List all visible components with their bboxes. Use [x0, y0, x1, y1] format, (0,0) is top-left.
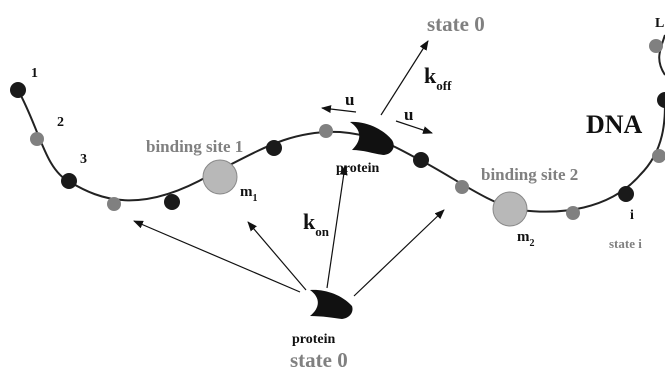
protein-icon	[350, 121, 394, 155]
dna-node-icon	[30, 132, 44, 146]
binding-site-icon	[492, 191, 528, 227]
node-1-label: 1	[31, 66, 38, 81]
dna-strand-tail	[658, 34, 665, 76]
state-i-label: state i	[609, 236, 642, 251]
protein-free-label: protein	[292, 332, 336, 347]
drift-right-arrow	[395, 120, 433, 134]
k-on-arrow	[326, 165, 348, 289]
k-on-arrow	[247, 221, 307, 291]
dna-label: DNA	[586, 110, 643, 139]
dna-node-icon	[618, 186, 634, 202]
dna-node-icon	[164, 194, 180, 210]
node-i-label: i	[630, 208, 634, 223]
k-off-arrow	[380, 40, 429, 116]
node-2-label: 2	[57, 115, 64, 130]
m1-label: m1	[240, 184, 258, 204]
L-label: L	[655, 16, 664, 31]
dna-node-icon	[10, 82, 26, 98]
k-on-arrow	[353, 209, 445, 297]
drift-left-arrow	[321, 105, 357, 114]
dna-node-icon	[319, 124, 333, 138]
dna-node-icon	[566, 206, 580, 220]
dna-node-icon	[61, 173, 77, 189]
binding-site-icon	[202, 159, 238, 195]
u-left-label: u	[345, 90, 354, 109]
state-0-bottom-label: state 0	[290, 348, 348, 371]
k-on-label: kon	[303, 209, 330, 239]
dna-node-icon	[649, 39, 663, 53]
protein-bound-label: protein	[336, 161, 380, 176]
protein-icon	[310, 289, 353, 319]
dna-node-icon	[413, 152, 429, 168]
binding-site-2-label: binding site 2	[481, 165, 578, 184]
dna-node-icon	[266, 140, 282, 156]
k-on-arrow	[133, 220, 301, 293]
dna-node-icon	[455, 180, 469, 194]
u-right-label: u	[404, 105, 413, 124]
state-0-top-label: state 0	[427, 12, 485, 36]
k-off-label: koff	[424, 63, 452, 93]
m2-label: m2	[517, 229, 535, 249]
binding-site-1-label: binding site 1	[146, 137, 243, 156]
dna-node-icon	[652, 149, 665, 163]
dna-node-icon	[107, 197, 121, 211]
dna-node-icon	[657, 92, 665, 108]
node-3-label: 3	[80, 152, 87, 167]
